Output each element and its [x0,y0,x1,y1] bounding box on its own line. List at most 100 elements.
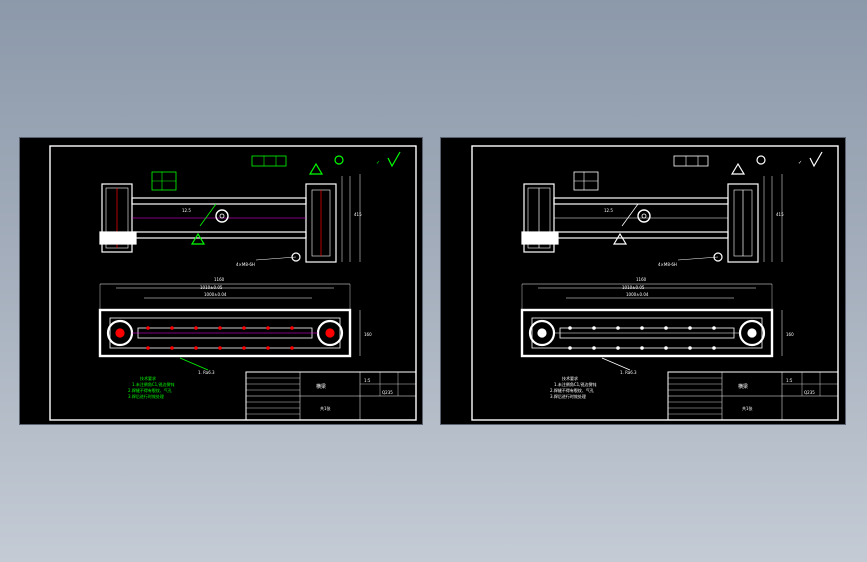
base-plate [98,308,352,358]
bolt-hole [266,326,270,330]
bolt-hole [146,346,150,350]
slot-length-label: 1000±0.04 [626,292,649,297]
leader-line [621,203,639,227]
roughness-mark-icon: ✓ [798,160,802,166]
datum-triangle-icon [612,232,628,245]
top-right-lug [334,155,344,165]
title-block-sheet: 共1张 [320,405,331,411]
slot-length-label: 1000±0.04 [204,292,227,297]
rail-hole [637,209,651,223]
bolt-hole [640,326,644,330]
drawing-border [471,145,839,421]
bolt-hole [290,326,294,330]
right-boss-hole [747,328,757,338]
bolt-hole [290,346,294,350]
bolt-hole [170,346,174,350]
height-dimension-label: 415 [354,212,362,217]
bolt-hole [194,326,198,330]
title-block-name: 横梁 [316,383,326,390]
note-line: 2.焊缝不得有裂纹、气孔 [550,387,594,393]
base-plate [520,308,774,358]
drawing-sheet-monochrome: ✓ 12.5 415 4×M8-6H 1160 1010±0.05 1000±0.04 160… [441,138,845,424]
note-line: 3.焊后进行时效处理 [128,393,164,399]
cad-drawing-colored: ✓12.54154×M8-6H11601010±0.051000±0.04160… [49,145,417,421]
hole-note-leader [255,256,297,261]
base-plate-inner [531,317,763,349]
lower-rail [553,231,729,239]
bolt-hole [146,326,150,330]
bolt-hole [664,346,668,350]
height-dimension-label: 415 [776,212,784,217]
right-foot-bolt [713,252,723,262]
leader-line [199,203,217,227]
note-line: 1.未注倒角C1,锐边倒钝 [132,381,174,387]
roughness-value-label: 12.5 [604,208,613,213]
left-boss-hole [115,328,125,338]
callout-leader [601,357,631,371]
bolt-hole [616,346,620,350]
rail-hole-inner [219,213,225,219]
bolt-hole [688,326,692,330]
tolerance-frame-top [673,155,709,167]
bolt-hole [712,326,716,330]
bolt-hole [194,346,198,350]
title-block-material: Q235 [382,390,393,395]
bolt-hole [218,326,222,330]
check-symbol-icon [387,151,401,168]
rail-hole [215,209,229,223]
bolt-hole [592,346,596,350]
bolt-hole [616,326,620,330]
lower-rail [131,231,307,239]
notes-title: 技术要求 [140,375,156,381]
note-line: 2.焊缝不得有裂纹、气孔 [128,387,172,393]
note-line: 3.焊后进行时效处理 [550,393,586,399]
title-block-scale: 1:5 [364,378,371,383]
left-end-foot [521,231,559,245]
hole-note-label: 4×M8-6H [236,262,255,267]
upper-rail [131,197,307,205]
roughness-value-label: 12.5 [182,208,191,213]
drawing-border [49,145,417,421]
tolerance-frame-top [251,155,287,167]
right-end-block [727,183,759,263]
overall-width-label: 1160 [214,277,225,282]
bolt-hole [688,346,692,350]
bolt-hole [242,346,246,350]
datum-triangle-icon [190,232,206,245]
check-symbol-icon [809,151,823,168]
overall-width-label: 1160 [636,277,647,282]
bolt-hole [170,326,174,330]
bolt-hole [640,346,644,350]
upper-rail [553,197,729,205]
bolt-hole [592,326,596,330]
hole-note-leader [677,256,719,261]
note-line: 1.未注倒角C1,锐边倒钝 [554,381,596,387]
bolt-hole [242,326,246,330]
bolt-hole [664,326,668,330]
title-block-scale: 1:5 [786,378,793,383]
datum-triangle-icon [308,162,324,175]
left-boss-hole [537,328,547,338]
left-end-foot [99,231,137,245]
cad-drawing-monochrome: ✓ 12.5 415 4×M8-6H 1160 1010±0.05 1000±0.04 160… [471,145,839,421]
roughness-mark-icon: ✓ [376,160,380,166]
top-right-lug [756,155,766,165]
title-block-name: 横梁 [738,383,748,390]
bolt-hole [568,346,572,350]
notes-title: 技术要求 [562,375,578,381]
hole-pitch-label: 1010±0.05 [200,285,223,290]
right-boss-hole [325,328,335,338]
bolt-hole [712,346,716,350]
hole-note-label: 4×M8-6H [658,262,677,267]
bolt-hole [218,346,222,350]
right-foot-bolt [291,252,301,262]
hole-pitch-label: 1010±0.05 [622,285,645,290]
bolt-hole [266,346,270,350]
plan-height-label: 160 [786,332,794,337]
datum-triangle-icon [730,162,746,175]
callout-label: 1. Ra6.3 [620,370,637,375]
rail-hole-inner [641,213,647,219]
title-block-material: Q235 [804,390,815,395]
callout-label: 1. Ra6.3 [198,370,215,375]
